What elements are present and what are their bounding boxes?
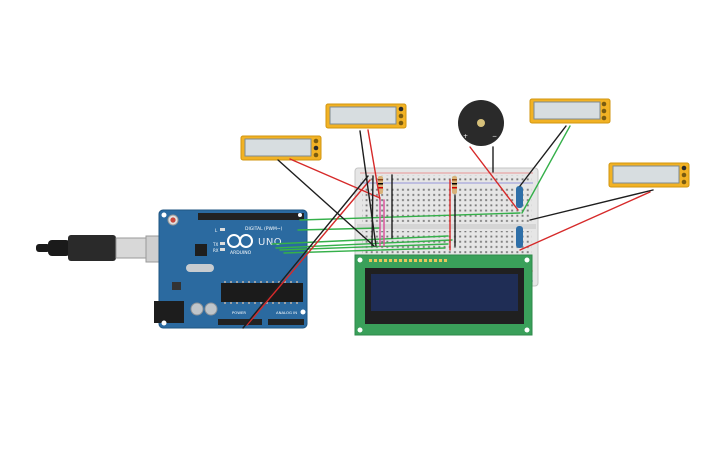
- power-jack: [154, 301, 184, 323]
- lcd-pins: [369, 259, 447, 262]
- component-blue-1: [516, 186, 523, 208]
- l-label: L: [215, 228, 218, 233]
- tx-label: TX: [212, 242, 218, 247]
- lcd-screen: [371, 274, 518, 311]
- arduino-uno-board: DIGITAL (PWM~) UNO ARDUINO L TX RX: [154, 209, 308, 329]
- analog-label: ANALOG IN: [276, 310, 297, 315]
- wires: [242, 125, 654, 329]
- buzzer-minus-label: −: [492, 133, 497, 140]
- arduino-logo: [227, 234, 253, 248]
- model-label: UNO: [258, 237, 282, 248]
- component-blue-2: [516, 226, 523, 248]
- sensor-module-3: [529, 98, 611, 124]
- resistor-1: [378, 176, 383, 194]
- analog-header: [268, 319, 304, 325]
- power-header: [218, 319, 262, 325]
- digital-header: [198, 213, 304, 220]
- digital-label: DIGITAL (PWM~): [245, 226, 283, 232]
- rx-label: RX: [213, 248, 219, 253]
- power-label: POWER: [232, 310, 246, 315]
- lcd-display: [354, 254, 533, 336]
- sensor-module-2: [325, 103, 407, 129]
- microcontroller-chip: [221, 283, 303, 302]
- sensor-module-4: [608, 162, 690, 188]
- sensor-module-1: [240, 135, 322, 161]
- buzzer-plus-label: +: [463, 133, 468, 140]
- brand-label: ARDUINO: [230, 250, 252, 256]
- piezo-buzzer: + −: [458, 100, 504, 146]
- resistor-2: [452, 176, 457, 194]
